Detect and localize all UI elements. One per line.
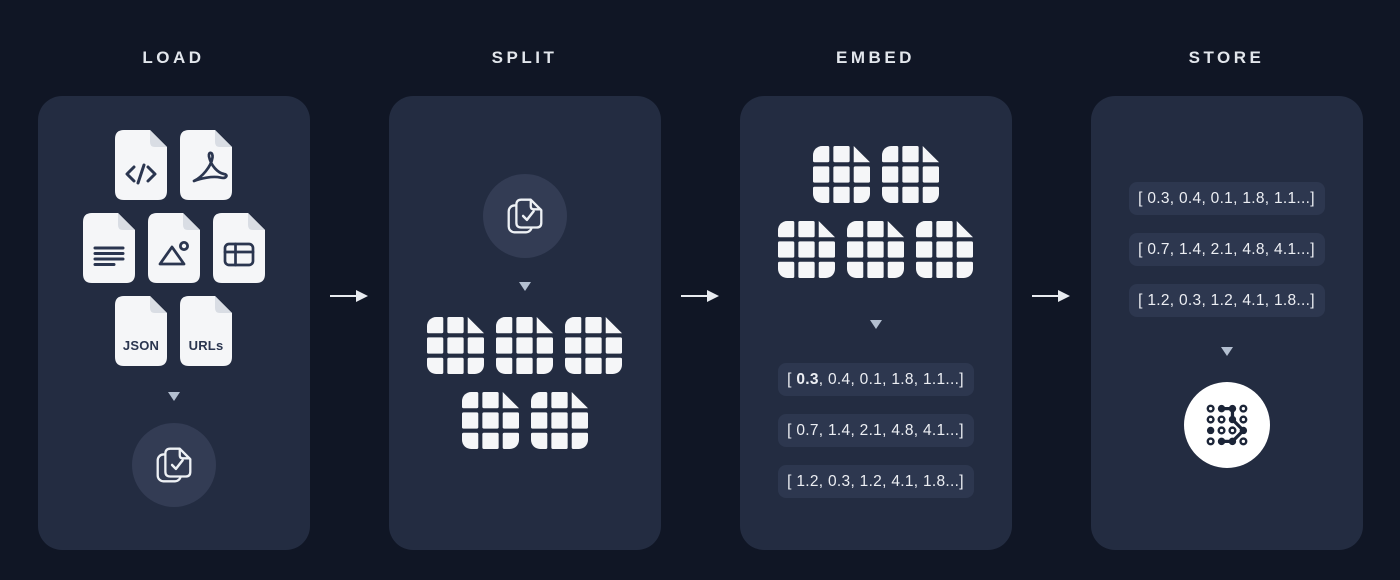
stage-title-store: STORE [1188,48,1265,67]
vector-text: [ 0.3, 0.4, 0.1, 1.8, 1.1...] [1138,189,1315,207]
store-panel: [ 0.3, 0.4, 0.1, 1.8, 1.1...] [ 0.7, 1.4… [1090,96,1363,550]
documents-loaded-badge [131,423,216,507]
stage-split: SPLIT [388,0,661,550]
vector-store-icon [1203,401,1251,449]
stage-load: LOAD [37,0,310,550]
vector-text: [ 0.7, 1.4, 2.1, 4.8, 4.1...] [1138,240,1315,258]
stored-vector-pill: [ 0.3, 0.4, 0.1, 1.8, 1.1...] [1128,182,1325,215]
stage-store: STORE [ 0.3, 0.4, 0.1, 1.8, 1.1...] [ 0.… [1090,0,1363,550]
embedding-vector-pill: [ 1.2, 0.3, 1.2, 4.1, 1.8...] [777,465,974,498]
load-file-row-2 [83,213,265,283]
json-file-label: JSON [122,338,160,353]
vector-text: [ [787,370,797,388]
vector-store-badge [1183,382,1270,468]
down-triangle-icon [168,392,180,401]
arrow-right-icon [1031,288,1071,304]
vector-text: [ 1.2, 0.3, 1.2, 4.1, 1.8...] [787,472,964,490]
arrow-right-icon [329,288,369,304]
stored-vector-pill: [ 0.7, 1.4, 2.1, 4.8, 4.1...] [1128,233,1325,266]
chunk-grid-icon [531,392,588,449]
split-chunk-row-1 [427,317,622,374]
down-triangle-icon [870,320,882,329]
stage-title-load: LOAD [142,48,205,67]
stored-vector-pill: [ 1.2, 0.3, 1.2, 4.1, 1.8...] [1128,284,1325,317]
embedding-vector-pill: [ 0.7, 1.4, 2.1, 4.8, 4.1...] [777,414,974,447]
vector-text: [ 0.7, 1.4, 2.1, 4.8, 4.1...] [787,421,964,439]
chunk-grid-icon [496,317,553,374]
split-chunk-row-2 [462,392,588,449]
embedding-vector-pill: [ 0.3, 0.4, 0.1, 1.8, 1.1...] [777,363,974,396]
vector-text: [ 1.2, 0.3, 1.2, 4.1, 1.8...] [1138,291,1315,309]
chunk-grid-icon [882,146,939,203]
urls-file-icon: URLs [180,296,232,366]
chunk-grid-icon [565,317,622,374]
down-triangle-icon [1221,347,1233,356]
connector-load-split [310,0,389,550]
arrow-right-icon [680,288,720,304]
text-file-icon [83,213,135,283]
vector-text-bold: 0.3 [796,370,819,388]
embed-chunk-row-2 [778,221,973,278]
table-file-icon [213,213,265,283]
chunk-grid-icon [462,392,519,449]
chunk-grid-icon [778,221,835,278]
load-file-row-3: JSON URLs [115,296,232,366]
json-file-icon: JSON [115,296,167,366]
vector-text: , 0.4, 0.1, 1.8, 1.1...] [818,370,964,388]
stage-embed: EMBED [ 0.3, 0.4, 0.1, 1.8, 1.1...] [ 0.… [739,0,1012,550]
load-file-row-1 [115,130,232,200]
connector-embed-store [1012,0,1091,550]
documents-loaded-badge [482,174,567,258]
down-triangle-icon [519,282,531,291]
chunk-grid-icon [847,221,904,278]
image-file-icon [148,213,200,283]
urls-file-label: URLs [188,338,224,353]
load-panel: JSON URLs [37,96,310,550]
embed-chunk-row-1 [813,146,939,203]
split-panel [388,96,661,550]
document-check-icon [151,442,197,488]
connector-split-embed [661,0,740,550]
code-file-icon [115,130,167,200]
chunk-grid-icon [427,317,484,374]
document-check-icon [502,193,548,239]
chunk-grid-icon [813,146,870,203]
chunk-grid-icon [916,221,973,278]
stage-title-split: SPLIT [491,48,558,67]
stage-title-embed: EMBED [836,48,915,67]
embed-panel: [ 0.3, 0.4, 0.1, 1.8, 1.1...] [ 0.7, 1.4… [739,96,1012,550]
pdf-file-icon [180,130,232,200]
